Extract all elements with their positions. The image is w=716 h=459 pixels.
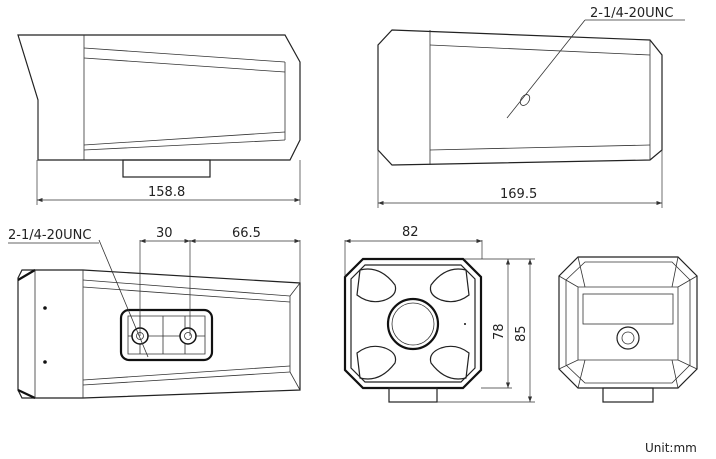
bottom-offset-label: 66.5	[232, 226, 261, 241]
bottom-thread-label: 2-1/4-20UNC	[8, 228, 91, 243]
rear-view	[558, 256, 698, 403]
front-height-label: 78	[492, 323, 507, 340]
unit-label: Unit:mm	[645, 441, 697, 455]
side-view: 158.8	[17, 34, 301, 205]
bottom-view: 2-1/4-20UNC 30 66.5	[8, 226, 301, 399]
side-length-label: 158.8	[148, 185, 185, 200]
top-length-label: 169.5	[500, 187, 537, 202]
top-thread-label: 2-1/4-20UNC	[590, 6, 673, 21]
front-overall-height-label: 85	[514, 325, 529, 342]
front-view: 82 78 85	[343, 225, 535, 403]
bottom-spacing-label: 30	[156, 226, 173, 241]
top-view: 2-1/4-20UNC 169.5	[377, 6, 685, 208]
front-width-label: 82	[402, 225, 419, 240]
